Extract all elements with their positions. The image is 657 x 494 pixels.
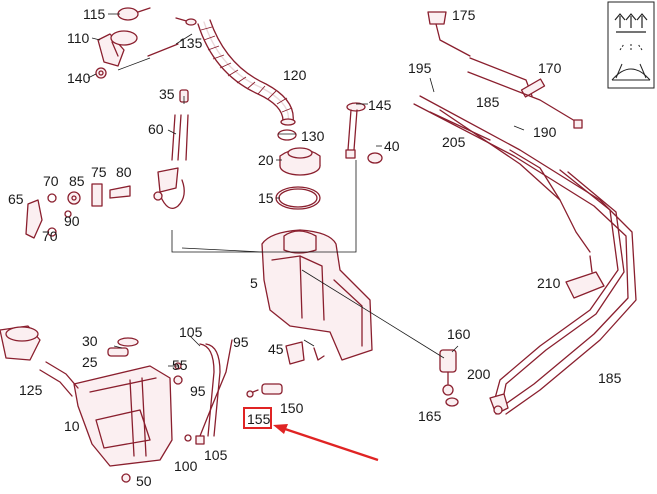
- label-20: 20: [258, 152, 274, 168]
- label-65: 65: [8, 191, 24, 207]
- label-135: 135: [179, 35, 203, 51]
- highlight-155[interactable]: 155: [243, 407, 272, 429]
- label-150: 150: [280, 400, 304, 416]
- plug-50: [121, 473, 131, 483]
- pump-160: [439, 349, 457, 396]
- label-100: 100: [174, 458, 198, 474]
- label-25: 25: [82, 354, 98, 370]
- label-15: 15: [258, 190, 274, 206]
- label-85: 85: [69, 173, 85, 189]
- cap-45: [285, 341, 305, 365]
- label-45: 45: [268, 341, 284, 357]
- label-165: 165: [418, 408, 442, 424]
- label-125: 125: [19, 382, 43, 398]
- label-115: 115: [83, 6, 106, 22]
- label-160: 160: [447, 326, 471, 342]
- ring-130: [277, 129, 297, 141]
- label-5: 5: [250, 275, 258, 291]
- label-70-bottom: 70: [42, 228, 58, 244]
- filler-neck-assembly: [95, 7, 191, 79]
- label-210: 210: [537, 275, 561, 291]
- hose-205: [413, 95, 637, 415]
- label-120: 120: [283, 67, 307, 83]
- label-95-top: 95: [233, 334, 249, 350]
- label-200: 200: [467, 366, 491, 382]
- connector-35-60: [153, 89, 189, 209]
- label-40: 40: [384, 138, 400, 154]
- label-90: 90: [64, 213, 80, 229]
- small-fittings-left: [25, 183, 131, 239]
- small-parts-25-30-55: [107, 337, 183, 385]
- label-50: 50: [136, 473, 152, 489]
- hose-95-105: [184, 339, 233, 445]
- corrugated-hose-120: [185, 18, 296, 126]
- connector-210: [565, 255, 605, 299]
- nozzle-175: [427, 11, 471, 57]
- seal-ring-15: [275, 186, 321, 210]
- label-195: 195: [408, 60, 432, 76]
- highlight-arrow: [273, 424, 379, 462]
- windshield-washer-heated-icon: [607, 1, 655, 89]
- part-number-labels: 115 110 135 140 120 35 60 145 130 40 20 …: [8, 6, 622, 489]
- label-170: 170: [538, 60, 562, 76]
- sensor-150: [246, 383, 283, 398]
- label-175: 175: [452, 7, 476, 23]
- label-55: 55: [172, 357, 188, 373]
- leader-lines: [87, 13, 525, 367]
- label-80: 80: [116, 164, 132, 180]
- label-70-top: 70: [43, 173, 59, 189]
- label-60: 60: [148, 121, 164, 137]
- level-sensor-145: [345, 102, 366, 159]
- cap-40: [367, 152, 383, 164]
- label-35: 35: [159, 86, 175, 102]
- label-105-bottom: 105: [204, 447, 228, 463]
- hose-185-lower: [489, 169, 625, 415]
- label-185-top: 185: [476, 94, 500, 110]
- label-95-bottom: 95: [190, 383, 206, 399]
- label-145: 145: [368, 97, 392, 113]
- highlight-box: [243, 407, 272, 429]
- pump-cap-20: [279, 147, 321, 176]
- label-140: 140: [67, 70, 91, 86]
- hose-170: [467, 57, 583, 129]
- label-10: 10: [64, 418, 80, 434]
- label-30: 30: [82, 333, 98, 349]
- label-75: 75: [91, 164, 107, 180]
- label-185-bottom: 185: [598, 370, 622, 386]
- filler-125: [0, 325, 79, 397]
- reservoir-5: [261, 229, 373, 361]
- label-130: 130: [301, 128, 325, 144]
- label-155: 155: [247, 411, 271, 427]
- label-190: 190: [533, 124, 557, 140]
- label-110: 110: [67, 30, 90, 46]
- clip-165: [445, 397, 459, 407]
- reservoir-10: [73, 365, 173, 467]
- label-105-top: 105: [179, 324, 203, 340]
- label-205: 205: [442, 134, 466, 150]
